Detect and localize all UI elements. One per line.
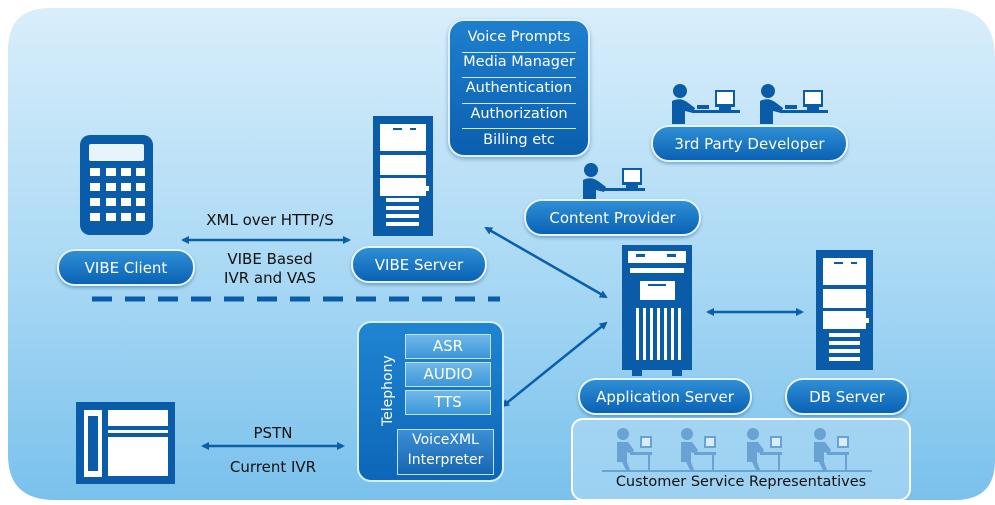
- ivr-vas-label-line1: VIBE Based: [227, 250, 313, 268]
- ivr-vas-label-line2: IVR and VAS: [224, 269, 316, 287]
- service-billing: Billing etc: [483, 132, 555, 148]
- vibe-client-pill: VIBE Client: [57, 249, 195, 286]
- customer-service-label: Customer Service Representatives: [615, 474, 867, 490]
- divider: [462, 128, 576, 129]
- divider: [462, 52, 576, 53]
- vibe-server-pill: VIBE Server: [351, 246, 487, 283]
- voicexml-line2: Interpreter: [407, 452, 484, 468]
- audio-item: AUDIO: [405, 362, 491, 387]
- vibe-server-icon: [373, 116, 433, 236]
- current-ivr-label: Current IVR: [229, 458, 317, 476]
- voicexml-line1: VoiceXML: [412, 432, 479, 448]
- voicexml-interpreter: VoiceXML Interpreter: [397, 429, 494, 475]
- service-authentication: Authentication: [465, 80, 573, 96]
- db-server-pill: DB Server: [785, 378, 909, 415]
- telephony-label: Telephony: [380, 355, 396, 426]
- content-provider-pill: Content Provider: [524, 199, 701, 236]
- telephony-box: Telephony ASR AUDIO TTS VoiceXML Interpr…: [357, 321, 504, 482]
- service-voice-prompts: Voice Prompts: [467, 29, 571, 45]
- pstn-label: PSTN: [253, 424, 293, 442]
- person-at-computer-icon: [583, 163, 645, 200]
- divider: [462, 77, 576, 78]
- service-authorization: Authorization: [470, 106, 568, 122]
- telephone-icon: [76, 402, 175, 484]
- arrow-telephony-app: [501, 321, 608, 408]
- application-server-pill: Application Server: [578, 378, 752, 415]
- divider: [462, 103, 576, 104]
- xml-over-http-label: XML over HTTP/S: [206, 211, 334, 229]
- tts-item: TTS: [405, 390, 491, 415]
- arrow-vibe-app: [484, 226, 608, 299]
- asr-item: ASR: [405, 334, 491, 359]
- service-media-manager: Media Manager: [463, 54, 575, 70]
- calculator-icon: [80, 135, 153, 235]
- third-party-developer-pill: 3rd Party Developer: [651, 125, 848, 162]
- db-server-icon: [816, 250, 873, 370]
- customer-service-box: Customer Service Representatives: [571, 418, 911, 501]
- person-at-computer-icon: [760, 84, 828, 124]
- services-stack: Voice Prompts Media Manager Authenticati…: [448, 19, 590, 157]
- person-at-computer-icon: [672, 84, 740, 124]
- application-server-icon: [622, 245, 692, 376]
